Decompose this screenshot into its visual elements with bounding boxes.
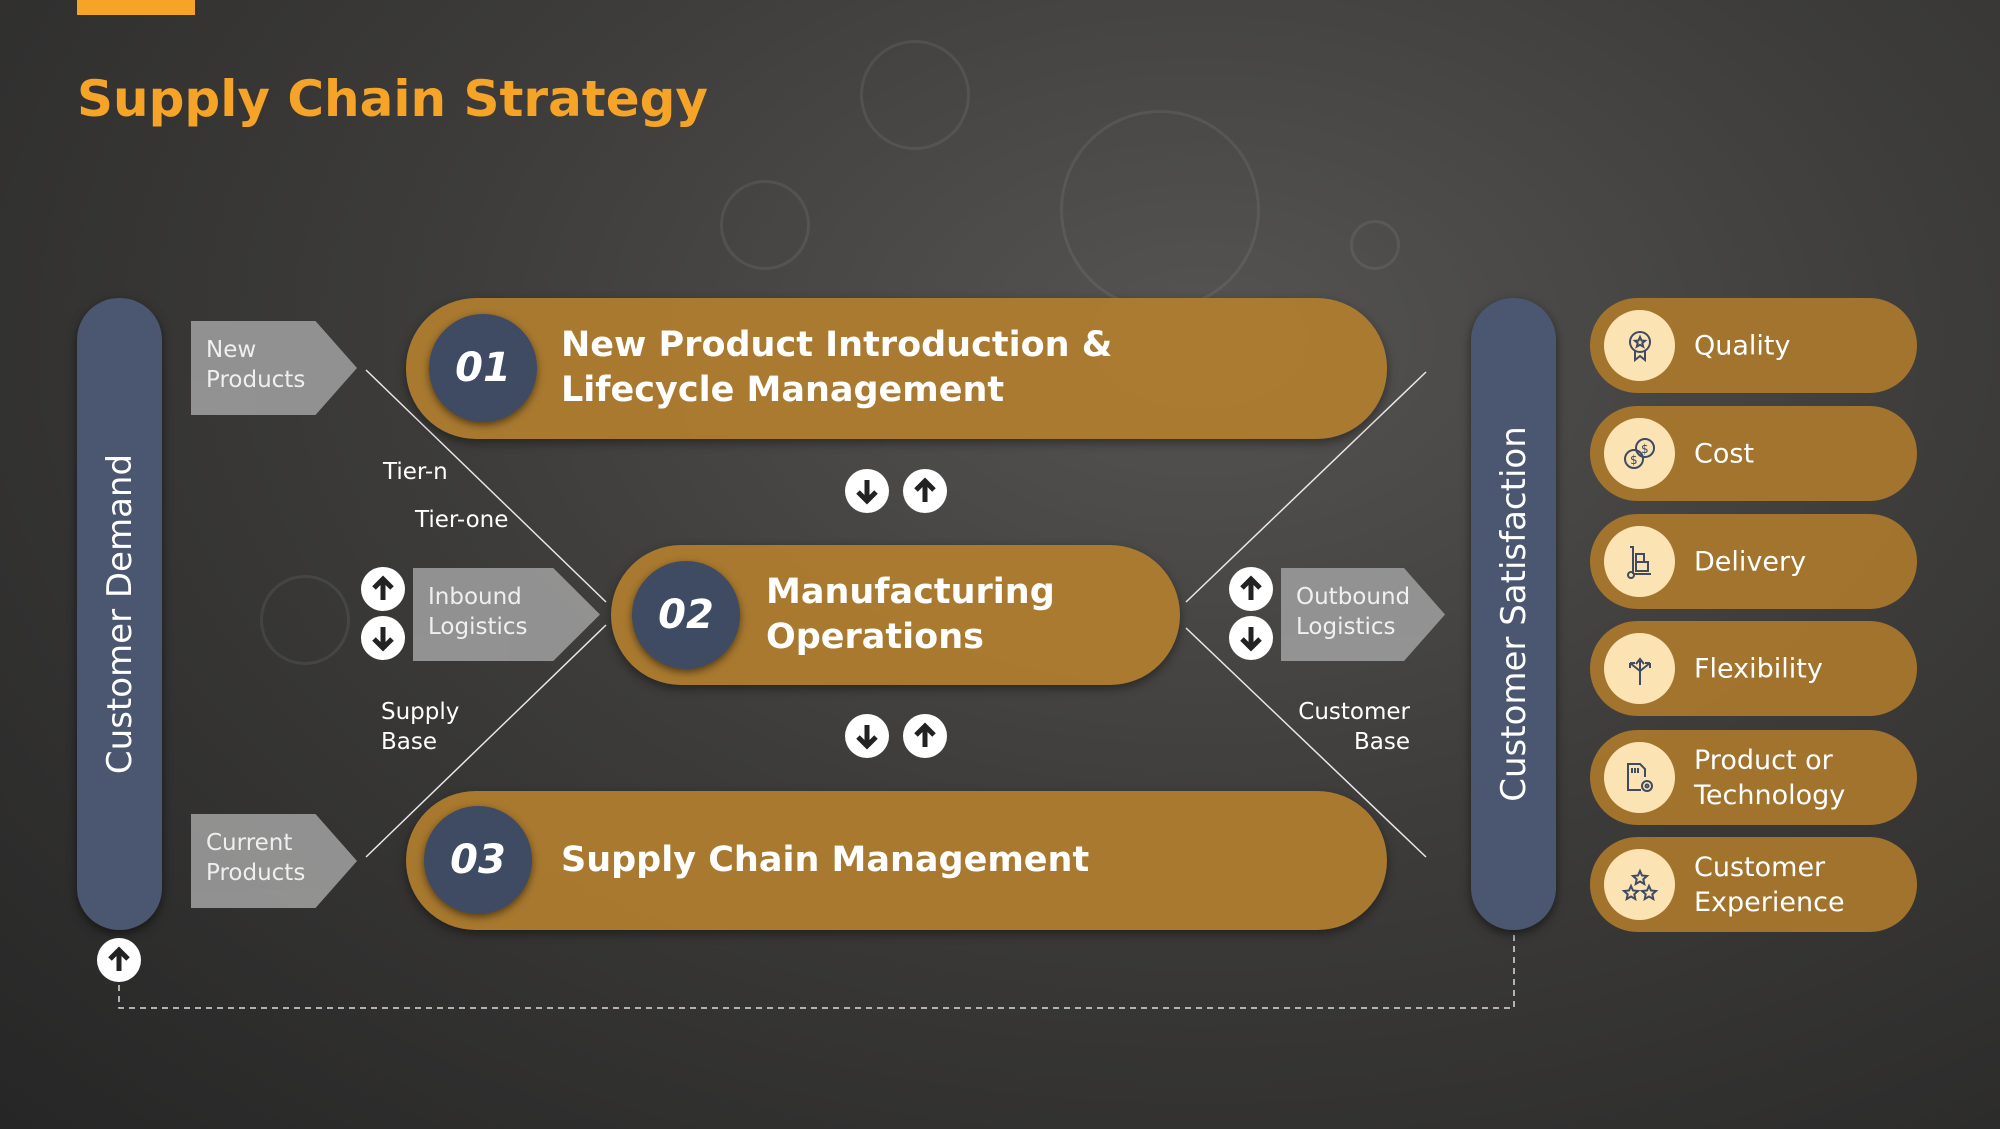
page-title: Supply Chain Strategy — [77, 70, 709, 128]
decor-circle — [860, 40, 970, 150]
outcome-label: Product or Technology — [1694, 744, 1846, 811]
arrow-up-icon — [361, 567, 405, 611]
outcome-label: Cost — [1694, 438, 1755, 469]
outcome-delivery: Delivery — [1590, 514, 1917, 609]
step-number: 03 — [424, 806, 532, 914]
arrow-down-icon — [361, 616, 405, 660]
customer-demand-bar: Customer Demand — [77, 298, 162, 930]
arrow-down-icon — [845, 714, 889, 758]
step-number: 02 — [632, 561, 740, 669]
step-01-pill: 01 New Product Introduction &Lifecycle M… — [406, 298, 1387, 439]
customer-demand-label: Customer Demand — [99, 453, 140, 775]
outcome-cost: $$ Cost — [1590, 406, 1917, 501]
line-tier — [365, 369, 607, 603]
accent-bar — [77, 0, 195, 15]
svg-text:$: $ — [1641, 442, 1649, 456]
outcome-label: Quality — [1694, 330, 1791, 361]
step-title: New Product Introduction &Lifecycle Mana… — [561, 325, 1113, 410]
coins-icon: $$ — [1604, 418, 1675, 489]
arrow-up-icon — [1229, 567, 1273, 611]
step-title: Supply Chain Management — [561, 840, 1090, 880]
award-icon — [1604, 310, 1675, 381]
outcome-label: Customer Experience — [1694, 851, 1845, 918]
chip-gear-icon — [1604, 742, 1675, 813]
decor-circle — [260, 575, 350, 665]
svg-text:$: $ — [1630, 453, 1638, 467]
decor-circle — [1350, 220, 1400, 270]
customer-satisfaction-bar: Customer Satisfaction — [1471, 298, 1556, 930]
arrow-down-icon — [845, 469, 889, 513]
outcome-product-technology: Product or Technology — [1590, 730, 1917, 825]
decor-circle — [720, 180, 810, 270]
outcome-customer-experience: Customer Experience — [1590, 837, 1917, 932]
outcome-flexibility: Flexibility — [1590, 621, 1917, 716]
feedback-dashed-line — [118, 935, 1515, 1009]
step-03-pill: 03 Supply Chain Management — [406, 791, 1387, 930]
arrow-down-icon — [1229, 616, 1273, 660]
customer-satisfaction-label: Customer Satisfaction — [1493, 426, 1534, 802]
hand-truck-icon — [1604, 526, 1675, 597]
outcome-label: Flexibility — [1694, 653, 1823, 684]
arrow-up-icon — [97, 938, 141, 982]
split-arrows-icon — [1604, 633, 1675, 704]
line-supply — [365, 624, 607, 858]
step-number: 01 — [429, 314, 537, 422]
tier-n-label: Tier-n — [383, 459, 448, 485]
tier-one-label: Tier-one — [415, 507, 509, 533]
line-customer-base — [1185, 627, 1427, 858]
stars-icon — [1604, 849, 1675, 920]
outcome-label: Delivery — [1694, 546, 1807, 577]
arrow-up-icon — [903, 469, 947, 513]
line-outbound-top — [1185, 371, 1427, 603]
outcome-quality: Quality — [1590, 298, 1917, 393]
arrow-up-icon — [903, 714, 947, 758]
